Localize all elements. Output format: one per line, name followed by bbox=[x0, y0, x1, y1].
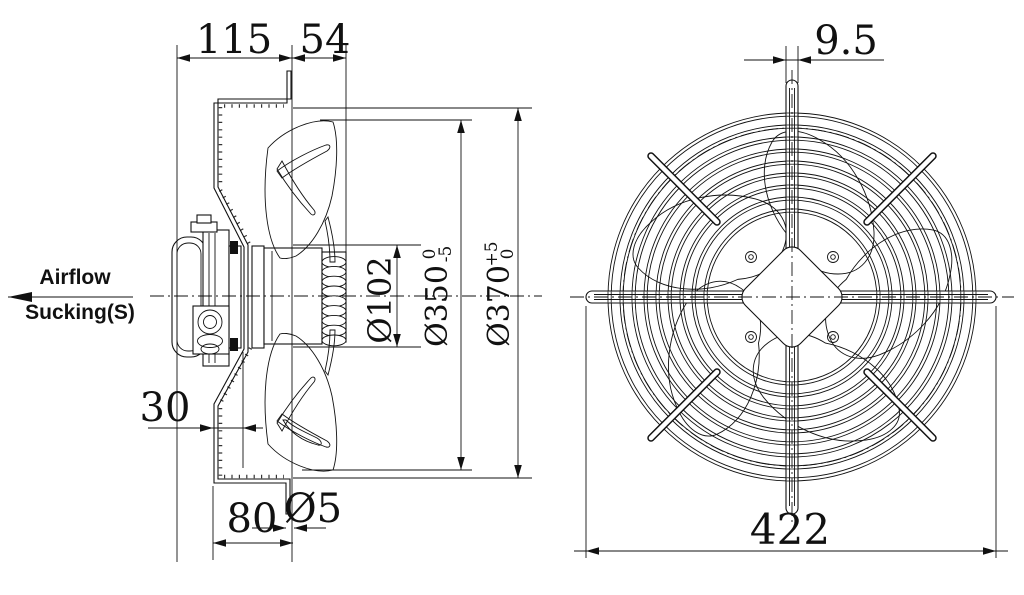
front-view: 9.5 422 bbox=[570, 18, 1014, 558]
dim-overall-size-label: 422 bbox=[750, 505, 830, 554]
dim-hub-diameter-label: Ø102 bbox=[361, 256, 399, 343]
dim-blade-tol-upper: 0 bbox=[420, 249, 440, 260]
hub-mount-ring bbox=[251, 245, 265, 349]
motor-clip-bottom bbox=[230, 338, 238, 351]
dim-blade-tol-lower: -5 bbox=[436, 246, 456, 263]
dim-mouth-diameter-label: Ø370 bbox=[482, 265, 517, 347]
motor-clip-top bbox=[230, 241, 238, 254]
spoke-ring-crossings bbox=[607, 112, 977, 482]
motor-top-block-small bbox=[196, 214, 212, 224]
dimension-arrowheads bbox=[177, 54, 996, 555]
cable-gland-inner bbox=[203, 315, 217, 329]
airflow-arrow-icon bbox=[8, 292, 32, 302]
fan-blades-side bbox=[264, 120, 338, 472]
dim-mouth-tol-upper: +5 bbox=[482, 241, 502, 266]
plate-gasket-hatching bbox=[218, 104, 284, 479]
dim-mouth-tol-lower: 0 bbox=[498, 249, 518, 260]
cable-gland-tip bbox=[200, 343, 220, 355]
motor-mount-screws bbox=[745, 251, 839, 343]
dim-hole-diameter-label: Ø5 bbox=[284, 486, 342, 532]
dim-spoke-width-label: 9.5 bbox=[814, 18, 878, 64]
front-dimension-lines bbox=[574, 46, 1008, 558]
side-view: Airflow Sucking(S) 115 54 30 80 Ø5 Ø102 … bbox=[8, 17, 542, 562]
cable-gland-outer bbox=[197, 309, 223, 335]
rotor-corrugation bbox=[321, 256, 347, 347]
airflow-annotation: Airflow Sucking(S) bbox=[8, 266, 135, 324]
rotor-hub bbox=[251, 245, 347, 349]
airflow-label: Airflow bbox=[39, 266, 111, 289]
cable-gland-ring bbox=[197, 334, 223, 348]
dim-54-label: 54 bbox=[300, 17, 351, 63]
motor-assembly bbox=[171, 214, 242, 367]
dim-30-label: 30 bbox=[140, 385, 191, 431]
dim-115-label: 115 bbox=[196, 17, 272, 63]
guard-diagonal-bars bbox=[647, 152, 937, 442]
motor-front-flange bbox=[228, 245, 242, 349]
junction-box bbox=[192, 305, 230, 355]
sucking-label: Sucking(S) bbox=[25, 301, 135, 324]
dim-blade-diameter-label: Ø350 bbox=[420, 265, 455, 347]
blade-curl-detail bbox=[282, 419, 322, 446]
dim-80-label: 80 bbox=[227, 496, 278, 542]
mounting-plate-section bbox=[213, 70, 292, 515]
